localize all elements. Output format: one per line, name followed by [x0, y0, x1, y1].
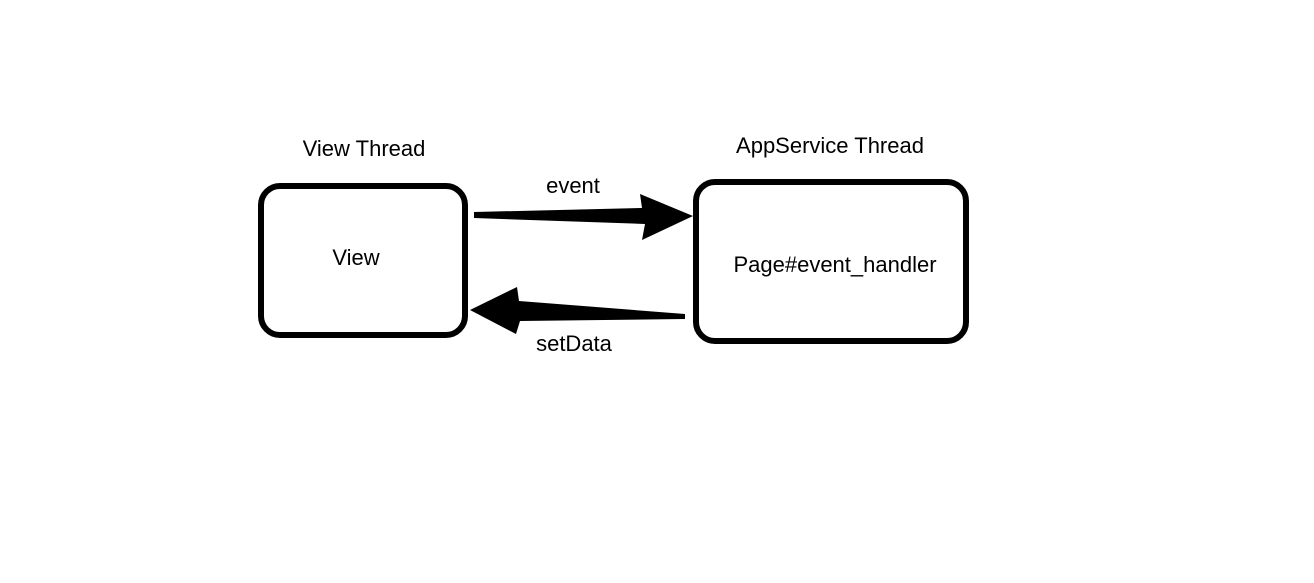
appservice-thread-title: AppService Thread — [736, 133, 924, 158]
view-thread-title: View Thread — [302, 136, 426, 161]
setdata-arrow — [470, 287, 685, 334]
view-box-label: View — [332, 245, 380, 270]
setdata-arrow-label: setData — [536, 331, 612, 356]
view-box — [258, 183, 468, 338]
page-event-handler-label: Page#event_handler — [733, 252, 937, 277]
event-arrow-label: event — [546, 173, 600, 198]
page-event-handler-box — [693, 179, 969, 344]
event-arrow — [474, 194, 693, 240]
